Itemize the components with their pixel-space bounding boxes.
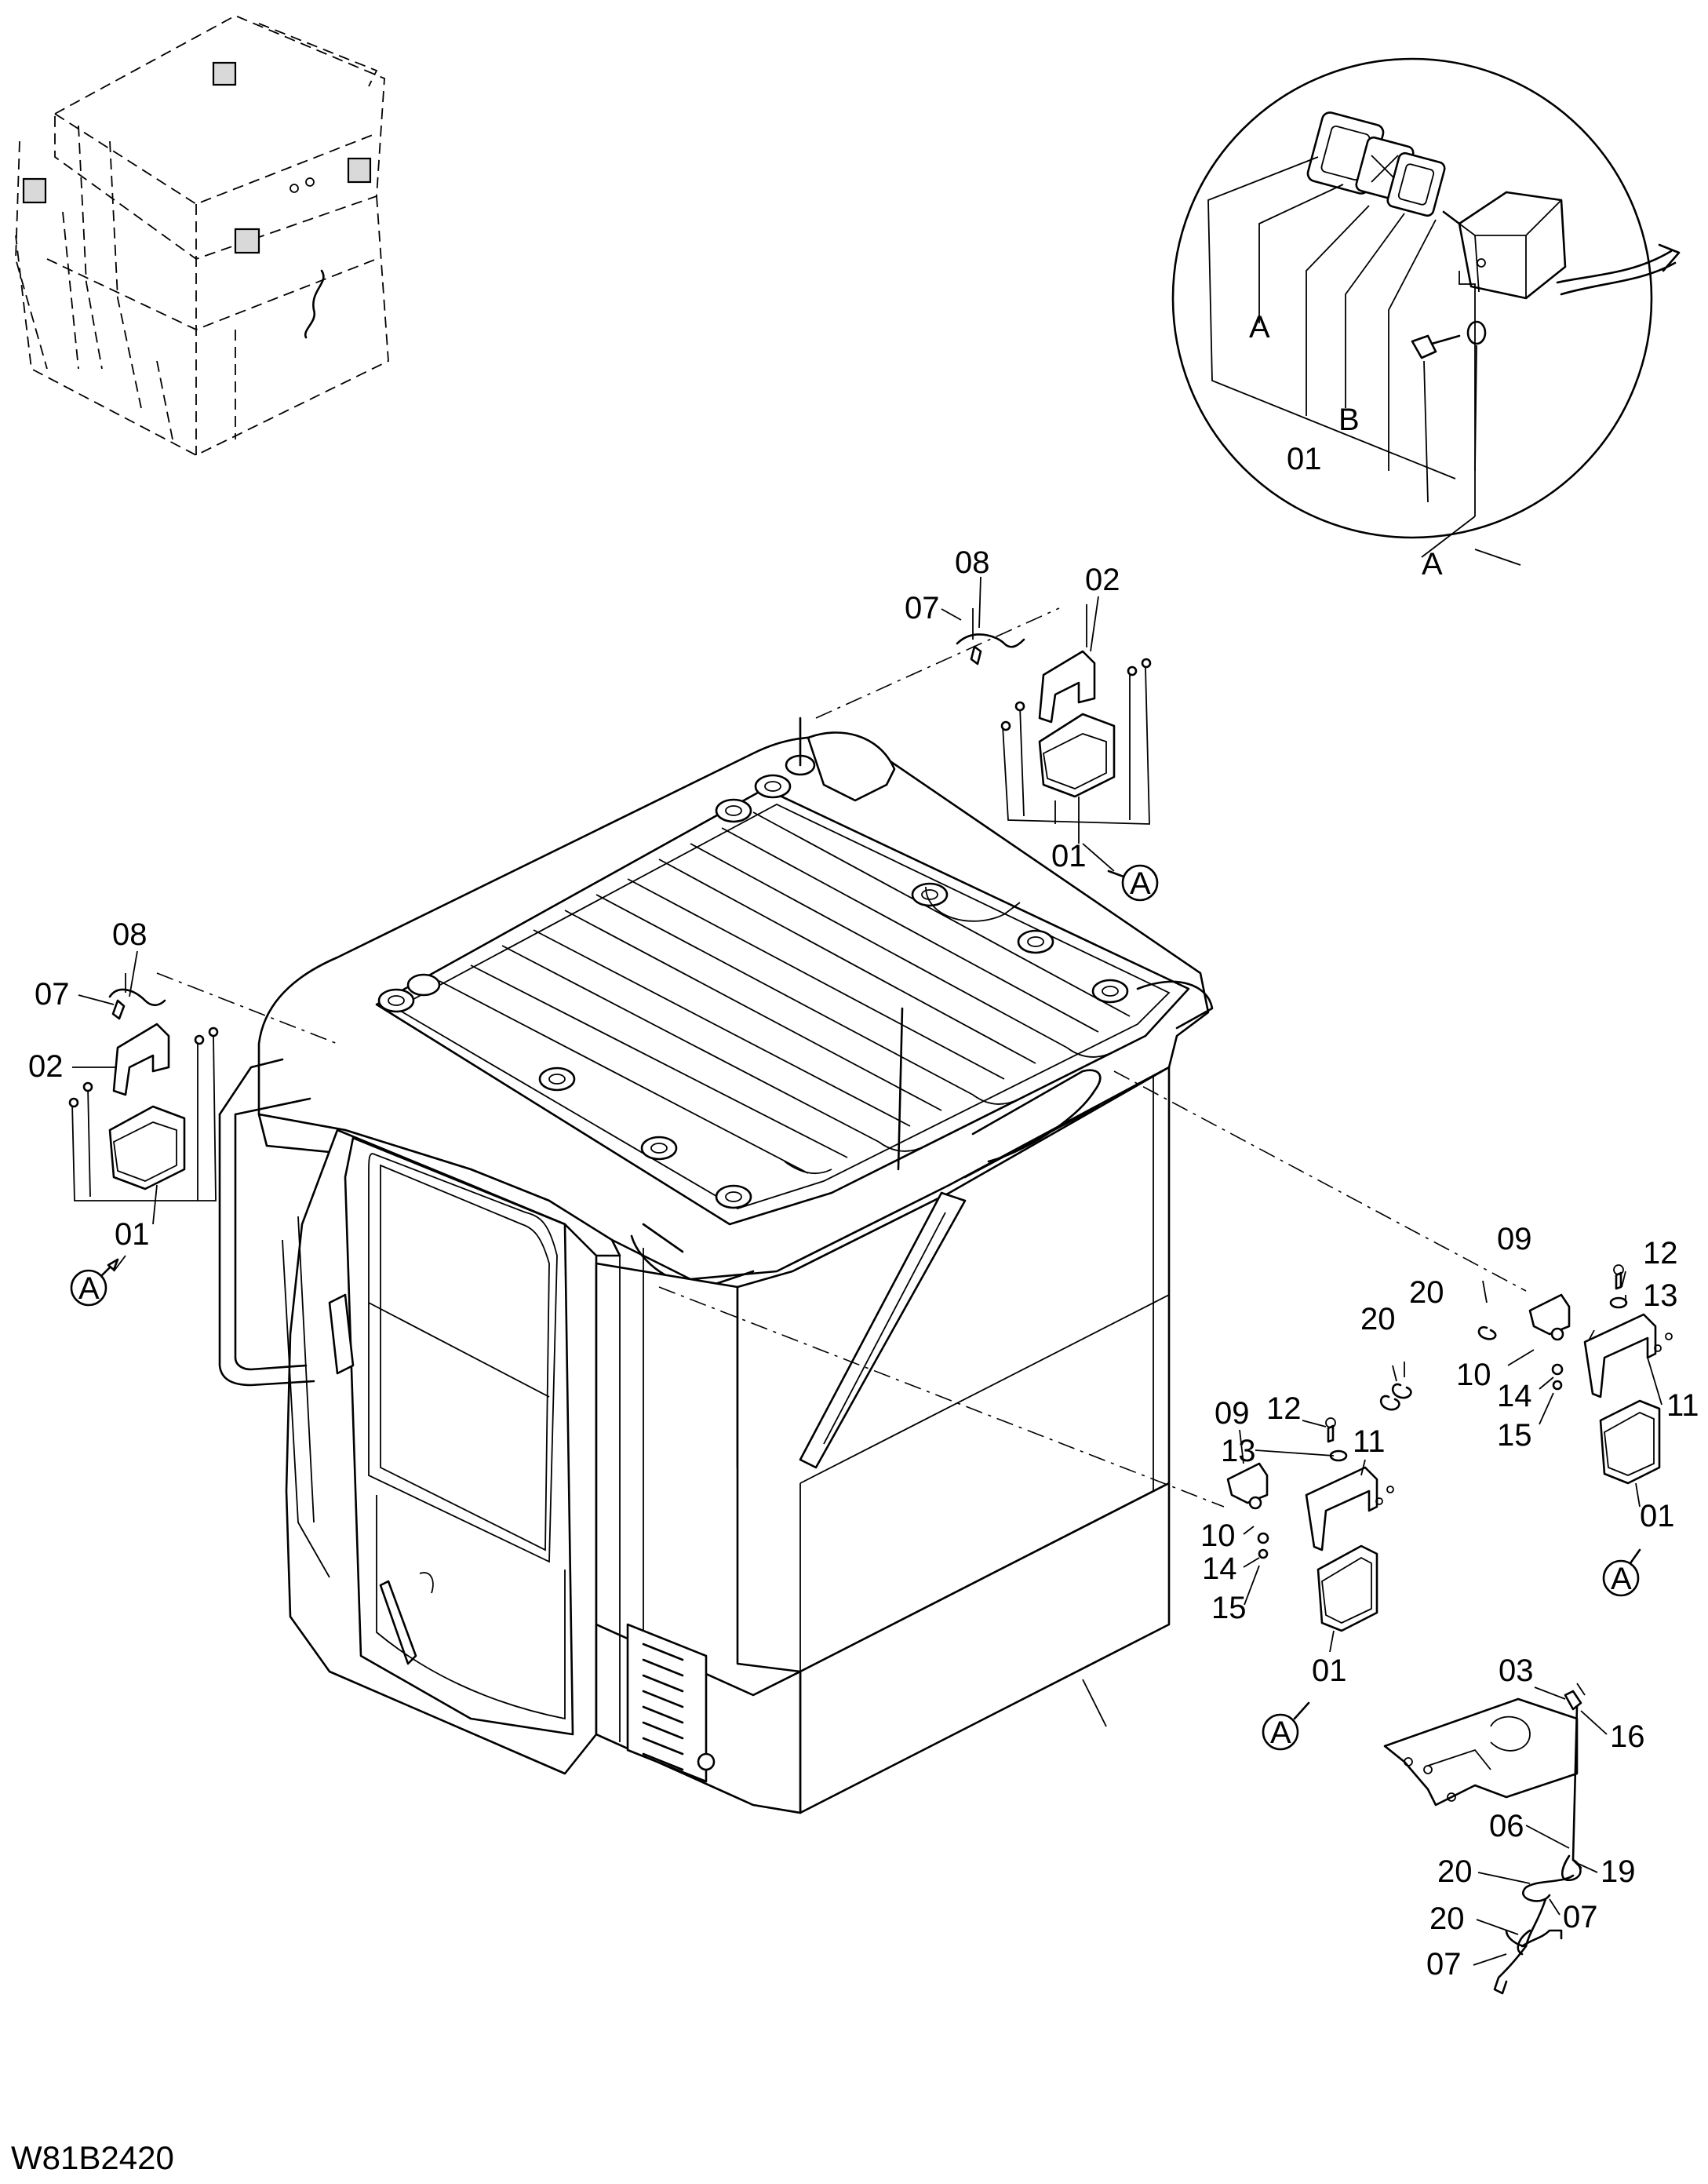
callout-09: 09 xyxy=(1497,1222,1532,1256)
callout-12: 12 xyxy=(1643,1236,1678,1271)
callout-01: 01 xyxy=(1640,1499,1675,1533)
ref-marker-middle: A xyxy=(1262,1701,1310,1751)
callout-20: 20 xyxy=(1429,1901,1465,1936)
callout-07: 07 xyxy=(1426,1947,1462,1982)
callout-12: 12 xyxy=(1266,1391,1302,1426)
cab-body xyxy=(218,716,1214,1814)
callout-09: 09 xyxy=(1215,1396,1250,1431)
callout-20: 20 xyxy=(1409,1275,1444,1310)
svg-text:A: A xyxy=(78,1271,100,1306)
roof-corrugations xyxy=(439,811,1131,1175)
svg-text:A: A xyxy=(1130,866,1151,901)
callout-20: 20 xyxy=(1437,1854,1473,1889)
svg-text:A: A xyxy=(1270,1715,1291,1750)
lamp-group-middle xyxy=(1226,1417,1394,1653)
callout-07: 07 xyxy=(35,977,70,1012)
vent-grille xyxy=(642,1643,684,1771)
callout-19: 19 xyxy=(1601,1854,1636,1889)
callout-01: 01 xyxy=(115,1217,150,1252)
overview-cab xyxy=(15,15,389,457)
detail-label-01: 01 xyxy=(1287,442,1322,476)
callout-14: 14 xyxy=(1497,1379,1532,1413)
callout-02: 02 xyxy=(1085,563,1120,597)
callout-10: 10 xyxy=(1200,1519,1236,1553)
callout-15: 15 xyxy=(1211,1591,1247,1625)
callout-08: 08 xyxy=(112,917,147,952)
callout-16: 16 xyxy=(1610,1719,1645,1754)
callout-11: 11 xyxy=(1353,1424,1386,1459)
callout-01: 01 xyxy=(1051,839,1087,873)
roof-bolts xyxy=(377,754,1129,1209)
overview-lamp-icon xyxy=(212,61,237,86)
lamp-group-left xyxy=(68,973,219,1272)
detail-label-a: A xyxy=(1249,310,1270,345)
lamp-group-top xyxy=(956,604,1152,872)
detail-view-label: A xyxy=(1422,547,1443,582)
svg-text:A: A xyxy=(1611,1562,1632,1596)
ref-marker-left: A xyxy=(70,1258,119,1307)
callout-07: 07 xyxy=(1563,1900,1598,1934)
callout-07: 07 xyxy=(905,591,940,625)
overview-lamp-icon xyxy=(347,157,372,184)
callout-14: 14 xyxy=(1202,1551,1237,1586)
callout-03: 03 xyxy=(1499,1653,1534,1688)
assembly-lines xyxy=(156,607,1527,1508)
callout-13: 13 xyxy=(1221,1434,1256,1468)
detail-a-circle: A B 01 A xyxy=(1171,57,1681,582)
ref-marker-right: A xyxy=(1602,1548,1641,1597)
callout-01: 01 xyxy=(1312,1653,1347,1688)
overview-lamp-icon xyxy=(22,177,47,204)
callout-08: 08 xyxy=(955,545,990,580)
detail-label-b: B xyxy=(1338,403,1360,437)
callout-11: 11 xyxy=(1666,1388,1699,1423)
harness-group xyxy=(1383,1683,1586,1995)
callout-13: 13 xyxy=(1643,1278,1678,1313)
callout-15: 15 xyxy=(1497,1418,1532,1453)
callout-02: 02 xyxy=(28,1049,64,1084)
callout-leaders xyxy=(72,576,1662,1966)
ref-marker-top: A xyxy=(1121,864,1159,902)
callout-20: 20 xyxy=(1360,1302,1396,1336)
drawing-code: W81B2420 xyxy=(11,2139,174,2176)
overview-lamp-icon xyxy=(234,228,260,254)
lamp-group-right xyxy=(1379,1264,1673,1508)
callout-labels: 08 07 02 01 08 07 02 01 09 12 13 20 20 1… xyxy=(28,545,1699,1982)
callout-06: 06 xyxy=(1489,1809,1524,1843)
callout-10: 10 xyxy=(1456,1358,1491,1392)
